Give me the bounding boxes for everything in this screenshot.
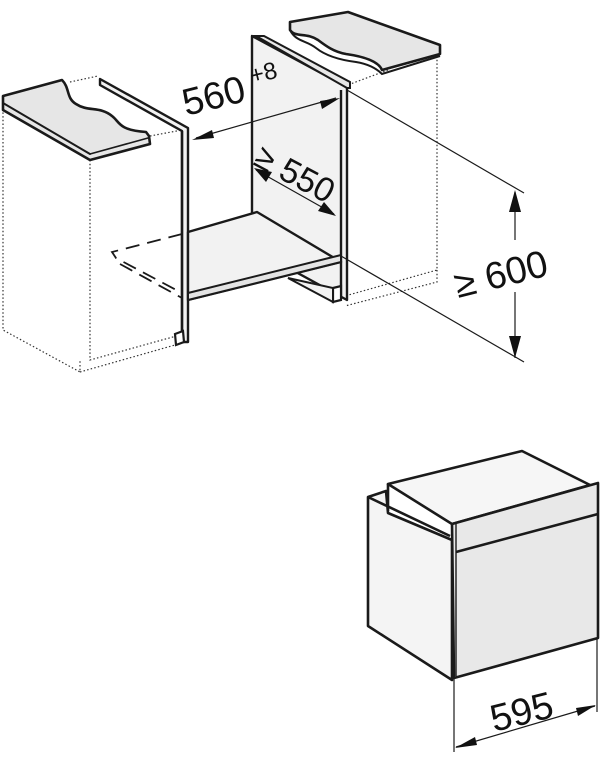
right-cabinet [344, 56, 438, 307]
niche-left-panel [98, 77, 190, 347]
dimension-niche-height: ≥ 600 [340, 89, 552, 363]
left-countertop [1, 78, 152, 162]
left-cabinet [2, 75, 183, 374]
dimension-niche-width: 560 +8 [178, 57, 340, 140]
right-countertop [288, 10, 442, 76]
oven-appliance [366, 449, 600, 682]
niche-width-label: 560 [178, 69, 250, 125]
niche-width-tolerance-label: +8 [247, 57, 280, 90]
niche-shelf [186, 210, 343, 304]
oven-width-label: 595 [486, 685, 558, 741]
oven-control-strip-edge [455, 512, 599, 554]
niche-height-label: ≥ 600 [450, 243, 552, 307]
shelf-dashed-outline [110, 233, 183, 299]
